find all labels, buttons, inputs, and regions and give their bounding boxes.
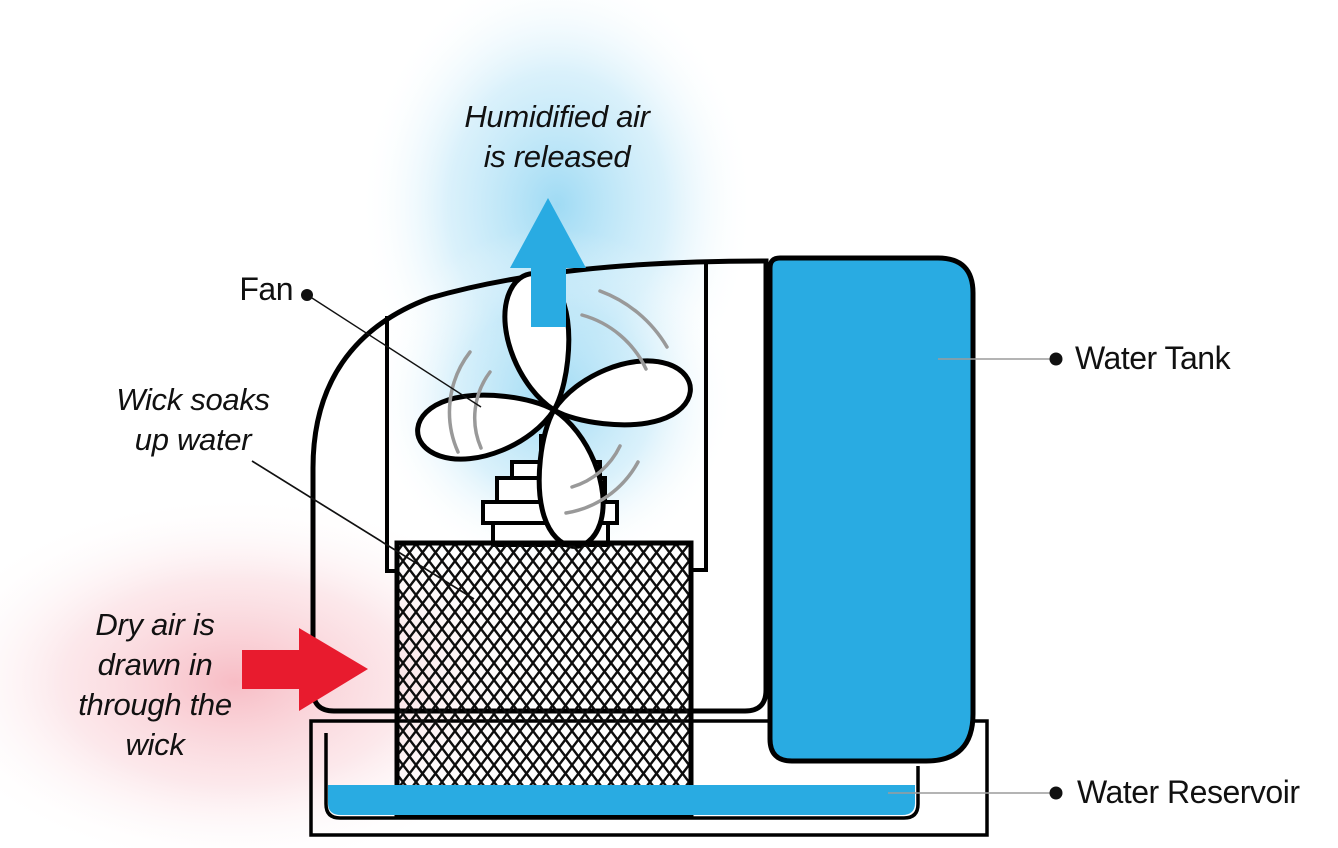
label-wick-line: up water	[134, 422, 252, 457]
label-wick-soaks-up-water: Wick soaks up water	[78, 380, 308, 460]
label-water-reservoir-text: Water Reservoir	[1077, 774, 1300, 810]
fan-motion-arcs	[447, 289, 669, 515]
wick-leader-line	[251, 460, 475, 600]
label-dry-air-line: Dry air is	[95, 607, 215, 642]
label-fan: Fan	[175, 272, 293, 306]
reservoir-water	[328, 785, 915, 815]
title-line: is released	[483, 139, 631, 174]
dry-air-right-arrow-icon	[242, 628, 368, 711]
label-dry-air-drawn-in: Dry air is drawn in through the wick	[35, 605, 275, 765]
water-tank-anchor-dot	[1049, 352, 1063, 366]
label-water-tank: Water Tank	[1075, 340, 1231, 376]
label-water-tank-text: Water Tank	[1075, 340, 1231, 376]
label-dry-air-line: through the	[78, 687, 232, 722]
fan-anchor-dot	[301, 289, 313, 301]
fan-leader-line	[311, 297, 482, 408]
water-reservoir-anchor-dot	[1049, 786, 1063, 800]
title-line: Humidified air	[464, 99, 650, 134]
title-humidified-air: Humidified air is released	[377, 97, 737, 177]
water-tank	[767, 255, 976, 764]
fan-blades	[415, 271, 693, 549]
wick	[394, 540, 694, 817]
reservoir-tray	[324, 733, 920, 820]
label-fan-text: Fan	[239, 271, 293, 307]
housing-outline	[310, 258, 769, 714]
fan-compartment-right-wall	[693, 261, 708, 572]
label-dry-air-line: drawn in	[97, 647, 213, 682]
label-water-reservoir: Water Reservoir	[1077, 774, 1300, 810]
humidified-air-up-arrow-icon	[510, 198, 586, 327]
label-wick-line: Wick soaks	[116, 382, 270, 417]
label-dry-air-line: wick	[125, 727, 185, 762]
